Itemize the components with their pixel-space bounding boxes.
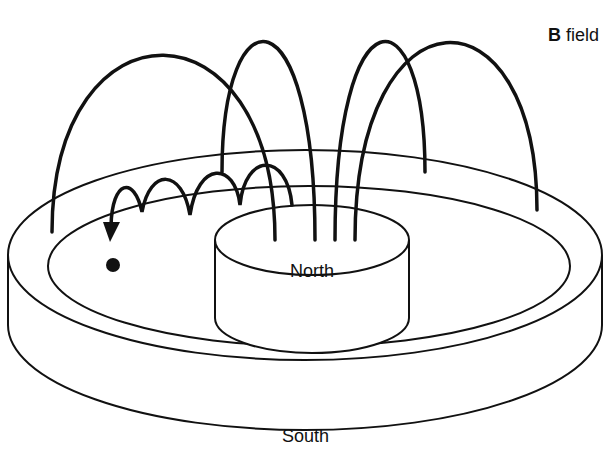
electron-path — [103, 165, 292, 272]
field-label: B field — [548, 25, 599, 47]
field-lines — [52, 42, 537, 240]
pole-label: South — [282, 426, 329, 448]
north-pole: North — [286, 259, 338, 285]
disk-top — [8, 150, 602, 360]
south-pole: South — [278, 424, 333, 450]
pole-label: North — [290, 261, 334, 283]
